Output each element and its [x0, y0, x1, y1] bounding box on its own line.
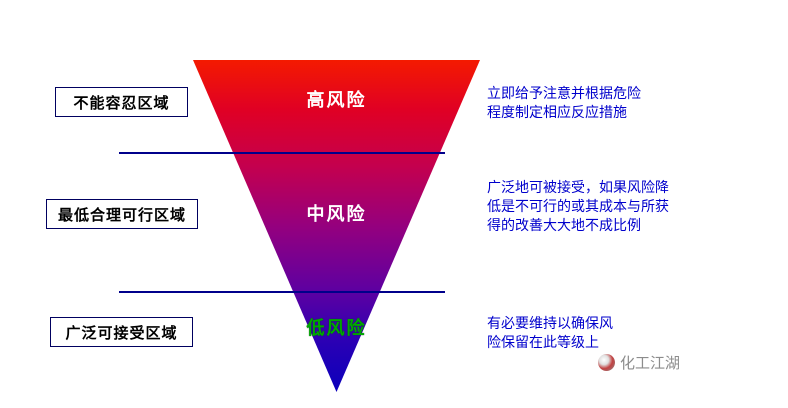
high-risk-label: 高风险 [306, 90, 367, 110]
medium-risk-label: 中风险 [306, 204, 367, 224]
region-box-intolerable: 不能容忍区域 [55, 87, 188, 117]
watermark: 化工江湖 [598, 352, 680, 373]
region-box-acceptable: 广泛可接受区域 [50, 317, 193, 347]
watermark-text: 化工江湖 [620, 355, 681, 372]
note-medium-risk: 广泛地可被接受，如果风险降 低是不可行的或其成本与所获 得的改善大大地不成比例 [487, 179, 669, 233]
note-low-risk: 有必要维持以确保风 险保留在此等级上 [487, 315, 613, 350]
region-box-alarp: 最低合理可行区域 [46, 199, 198, 229]
low-risk-label: 低风险 [306, 318, 367, 338]
watermark-logo-icon [598, 354, 615, 371]
note-high-risk: 立即给予注意并根据危险 程度制定相应反应措施 [487, 85, 641, 120]
divider-line-top [119, 152, 445, 154]
divider-line-bottom [119, 291, 445, 293]
